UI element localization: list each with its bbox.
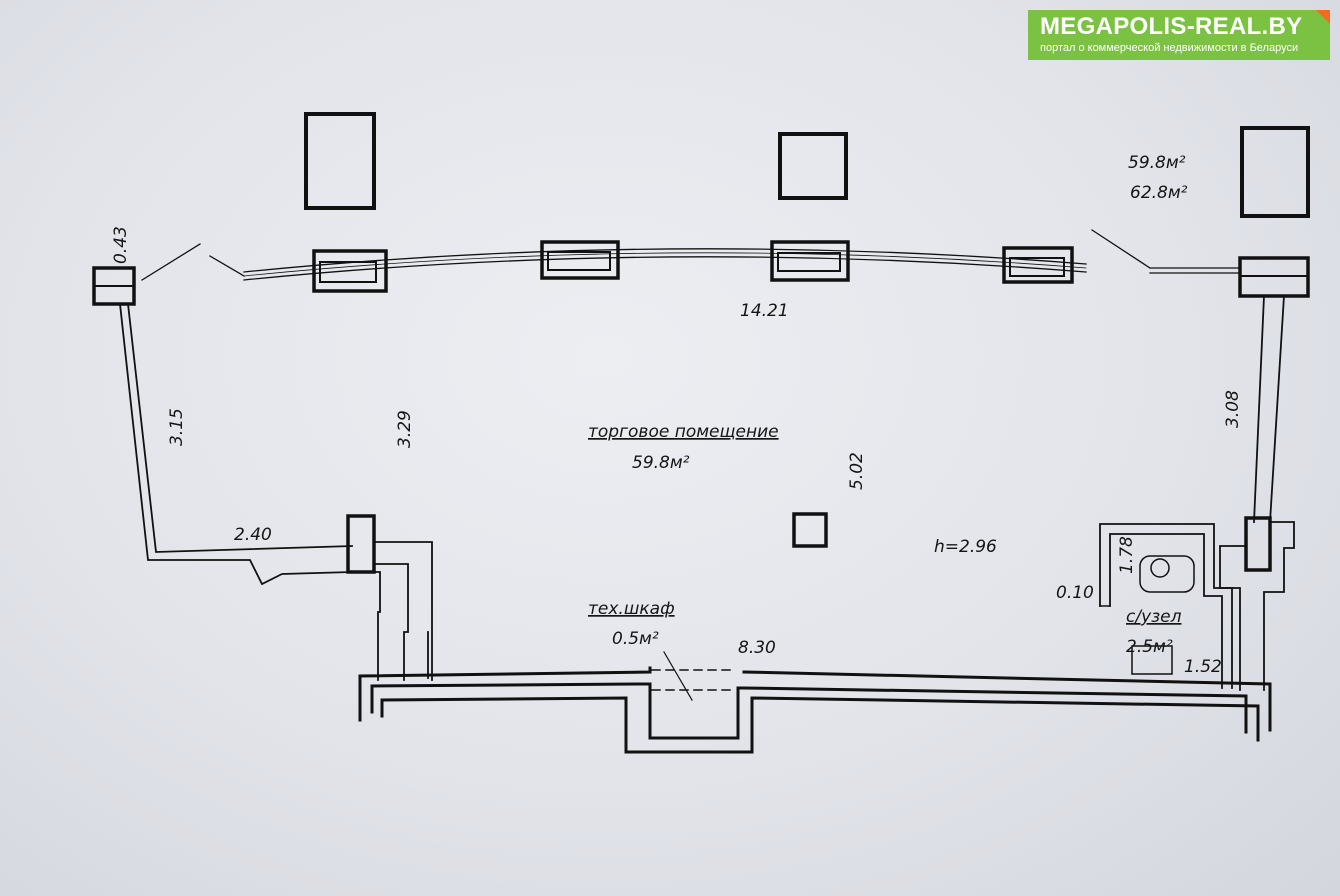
- center-column: [792, 512, 828, 548]
- facade-glazing-mid: [243, 252, 1087, 277]
- wc-name-label: с/узел: [1126, 607, 1182, 627]
- corner-area-label-1: 59.8м²: [1128, 153, 1186, 173]
- dim-wc-depth: 1.78: [1117, 536, 1137, 574]
- dim-right-edge: 3.08: [1223, 390, 1243, 428]
- left-wall-column: [346, 514, 376, 574]
- bottom-wall-left-inner: [370, 682, 642, 714]
- wc-area-label: 2.5м²: [1126, 637, 1173, 657]
- logo-corner-flag: [1316, 10, 1330, 24]
- bottom-wall-right-inner: [742, 686, 1248, 734]
- wc-wall-inner: [1109, 533, 1223, 689]
- left-wall-outer: [119, 303, 381, 681]
- site-watermark-logo: MEGAPOLIS-REAL.BY портал о коммерческой …: [1028, 10, 1330, 60]
- left-wall-inner: [127, 303, 353, 553]
- dim-wc-wall: 0.10: [1056, 583, 1094, 603]
- right-wall-outer: [1269, 295, 1285, 523]
- door-swing-right: [1091, 229, 1151, 269]
- outer-column-left: [304, 112, 376, 210]
- facade-pillar: [312, 249, 388, 293]
- room-name-label: торговое помещение: [588, 422, 779, 442]
- bottom-wall-left-outer: [358, 666, 652, 722]
- bottom-wall-left-inner2: [380, 696, 1260, 754]
- height-label: h=2.96: [934, 537, 997, 557]
- left-wall-step-inner: [373, 563, 409, 681]
- toilet-seat: [1150, 558, 1170, 578]
- bottom-wall-right-outer: [742, 670, 1272, 732]
- tech-cabinet-name: тех.шкаф: [588, 599, 675, 619]
- facade-pillar: [1002, 246, 1074, 284]
- dim-left-step: 2.40: [234, 525, 272, 545]
- outer-column-right: [1240, 126, 1310, 218]
- wc-wall-outer: [1099, 523, 1233, 689]
- dim-left-inner: 3.29: [395, 410, 415, 448]
- facade-pillar: [770, 240, 850, 282]
- dim-wc-width: 1.52: [1184, 657, 1222, 677]
- tech-cabinet-area: 0.5м²: [612, 629, 659, 649]
- right-wall-column: [1244, 516, 1272, 572]
- logo-site-name: MEGAPOLIS-REAL.BY: [1040, 13, 1303, 40]
- door-swing-left-b: [209, 255, 245, 277]
- dim-left-edge: 3.15: [167, 408, 187, 446]
- corner-area-label-2: 62.8м²: [1130, 183, 1188, 203]
- facade-pillar: [540, 240, 620, 280]
- dim-center-depth: 5.02: [847, 452, 867, 490]
- dim-top-corner: 0.43: [111, 226, 131, 264]
- toilet-bowl: [1139, 555, 1195, 593]
- dim-top-width: 14.21: [740, 301, 789, 321]
- door-swing-left-a: [141, 243, 201, 281]
- left-wall-step: [373, 541, 433, 681]
- tech-niche: [638, 682, 746, 740]
- dim-bottom-width: 8.30: [738, 638, 776, 658]
- logo-tagline: портал о коммерческой недвижимости в Бел…: [1040, 42, 1299, 54]
- room-area-label: 59.8м²: [632, 453, 690, 473]
- wc-sink: [1131, 645, 1173, 675]
- outer-column-center: [778, 132, 848, 200]
- tech-cabinet-leader: [663, 651, 693, 701]
- right-wall-inner: [1253, 295, 1265, 523]
- facade-glazing-inner: [243, 256, 1087, 281]
